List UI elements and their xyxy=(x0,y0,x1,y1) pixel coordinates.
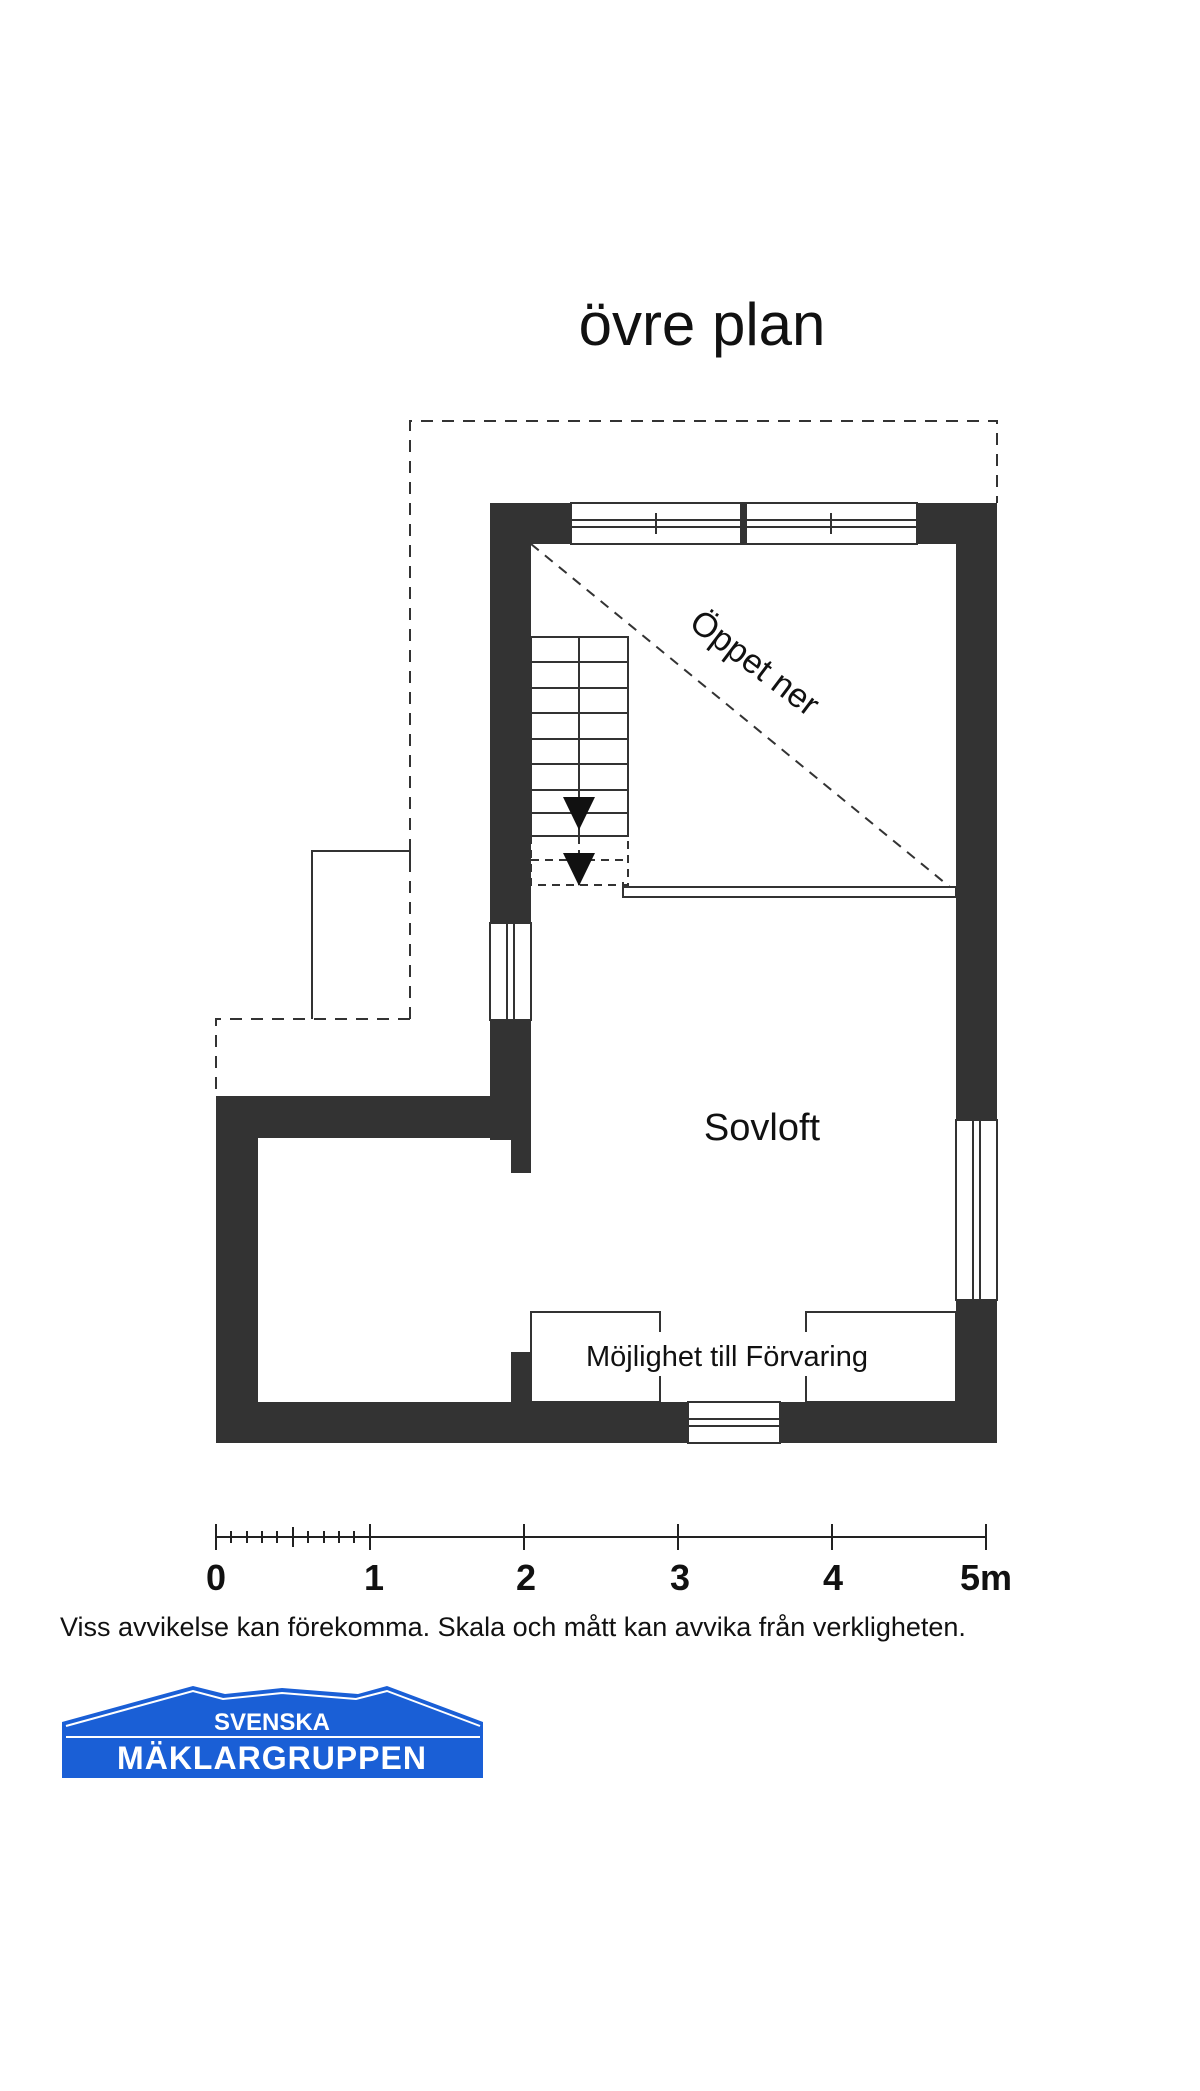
open-below-diagonal xyxy=(530,543,957,893)
scale-bar xyxy=(215,1524,987,1550)
company-logo: SVENSKA MÄKLARGRUPPEN xyxy=(62,1686,483,1778)
scale-label-4: 4 xyxy=(823,1557,843,1598)
scale-bar-labels: 0 1 2 3 4 5m xyxy=(206,1557,1012,1598)
scale-label-3: 3 xyxy=(670,1557,690,1598)
storage-label-bg xyxy=(560,1332,900,1376)
disclaimer-text: Viss avvikelse kan förekomma. Skala och … xyxy=(60,1612,966,1642)
scale-label-5: 5m xyxy=(960,1557,1012,1598)
plan-title: övre plan xyxy=(579,291,826,358)
scale-label-0: 0 xyxy=(206,1557,226,1598)
walls xyxy=(216,503,997,1443)
windows xyxy=(489,502,998,1444)
staircase xyxy=(530,636,629,886)
stair-direction-arrow-icon xyxy=(563,797,595,886)
room-label-open-below: Öppet ner xyxy=(683,603,827,724)
outer-line xyxy=(311,850,410,1019)
roof-outline xyxy=(215,420,998,1096)
logo-text-maklargruppen: MÄKLARGRUPPEN xyxy=(117,1740,427,1776)
logo-text-svenska: SVENSKA xyxy=(214,1709,330,1736)
railing xyxy=(622,886,957,898)
scale-label-2: 2 xyxy=(516,1557,536,1598)
scale-label-1: 1 xyxy=(364,1557,384,1598)
room-label-sleeping-loft: Sovloft xyxy=(704,1107,821,1149)
room-label-storage: Möjlighet till Förvaring xyxy=(586,1341,868,1373)
